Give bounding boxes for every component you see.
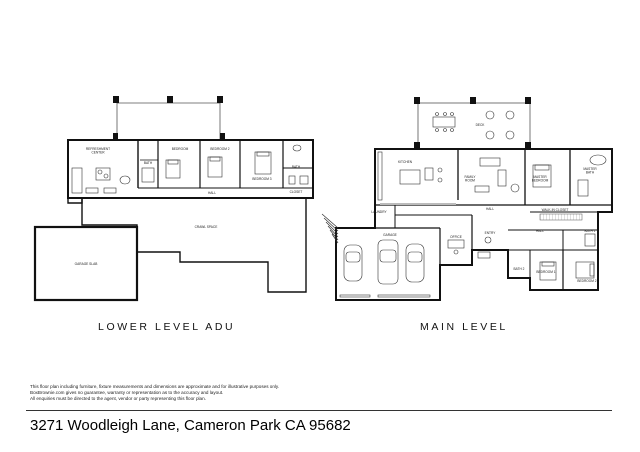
garage-slab-outline [33,225,139,302]
label-lower-hall: HALL [208,191,216,195]
label-lower-bath-2: BATH [292,165,301,169]
property-address: 3271 Woodleigh Lane, Cameron Park CA 956… [30,417,351,434]
label-garage: GARAGE [383,233,397,237]
disclaimer-line: All enquiries must be directed to the ag… [30,396,206,401]
main-furniture [339,151,607,298]
disclaimer-line: BoxBrownie.com gives no guarantee, warra… [30,390,224,395]
deck [414,97,531,150]
main-level-title: MAIN LEVEL [420,321,508,333]
label-lower-bedroom-3: BEDROOM 3 [252,177,271,181]
lower-building-walls [67,139,314,204]
crawl-space-outline [81,198,307,293]
lower-level-title: LOWER LEVEL ADU [98,321,236,333]
disclaimer-line: This floor plan including furniture, fix… [30,384,280,389]
footer-divider [26,410,612,411]
walk-in-closet-shelving [539,213,583,221]
label-crawl-space: CRAWL SPACE [195,225,218,229]
lower-bedroom-furniture [141,144,309,185]
label-laundry: LAUNDRY [371,210,387,214]
label-entry: ENTRY [485,231,497,235]
label-lower-bedroom-2: BEDROOM 2 [210,147,229,151]
label-kitchen: KITCHEN [398,160,413,164]
label-bedroom-2: BEDROOM 2 [577,279,596,283]
label-lower-bath-1: BATH [144,161,153,165]
label-lower-closet: CLOSET [290,190,303,194]
lower-patio [113,96,225,140]
label-bedroom-1: BEDROOM 1 [536,270,555,274]
label-deck: DECK [476,123,486,127]
main-building-walls [335,148,613,301]
label-main-hall-2: HALL [536,229,544,233]
label-garage-slab: GARAGE SLAB [75,262,98,266]
label-walk-in-closet: WALK-IN CLOSET [542,208,569,212]
front-stairs [321,213,339,244]
label-main-hall: HALL [486,207,494,211]
disclaimer: This floor plan including furniture, fix… [30,384,330,402]
label-bath-1: BATH 1 [585,229,596,233]
label-lower-bedroom: BEDROOM [172,147,189,151]
label-office: OFFICE [450,235,462,239]
label-bath-2: BATH 2 [514,267,525,271]
refreshment-center-furniture [71,167,131,194]
